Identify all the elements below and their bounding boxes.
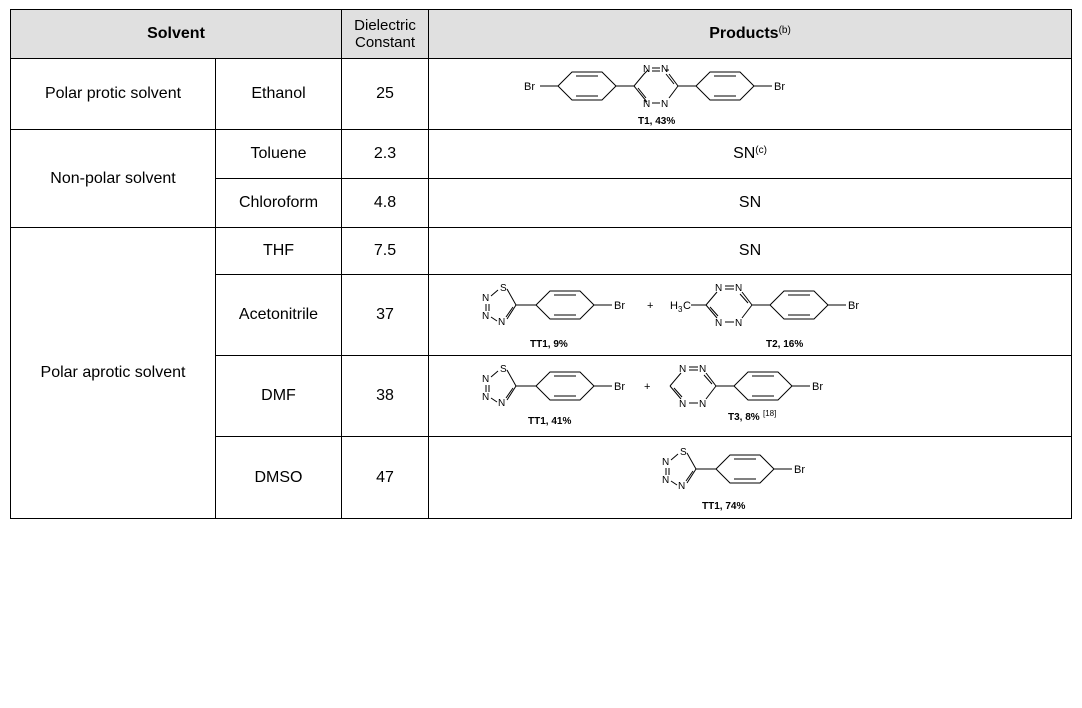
- benzene-ring-right: [695, 71, 755, 101]
- products-cell: Br N N: [428, 58, 1073, 130]
- atom-n: N: [482, 311, 489, 322]
- compound-label-t3: T3, 8%: [728, 412, 760, 423]
- tetrazine-ring: [669, 366, 717, 404]
- atom-h-subscript: 3: [678, 305, 683, 314]
- atom-n: N: [678, 481, 685, 492]
- atom-n: N: [679, 364, 686, 375]
- compound-label-t2: T2, 16%: [766, 339, 803, 350]
- products-cell: S N N N Br + H: [428, 274, 1073, 356]
- atom-br: Br: [524, 81, 535, 93]
- benzene-ring-left: [557, 71, 617, 101]
- dielectric-value: 47: [341, 436, 430, 519]
- solvent-name: Toluene: [214, 129, 343, 179]
- products-cell: SN: [428, 227, 1073, 275]
- header-products-label: Products: [709, 25, 779, 42]
- atom-n: N: [715, 283, 722, 294]
- header-solvent: Solvent: [9, 9, 343, 59]
- atom-br: Br: [848, 300, 859, 312]
- solvent-name: DMF: [214, 355, 343, 437]
- plus-sign: +: [647, 300, 653, 312]
- header-products: Products(b): [428, 9, 1073, 59]
- dielectric-value: 25: [341, 58, 430, 130]
- atom-n: N: [661, 99, 668, 110]
- atom-s: S: [680, 447, 687, 458]
- structure-tt1-plus-t2: S N N N Br + H: [482, 283, 859, 350]
- group-polar-aprotic: Polar aprotic solvent: [10, 227, 216, 519]
- products-cell: S N N N Br TT1, 74%: [428, 436, 1073, 519]
- structure-tt1-plus-t3: S N N N Br +: [482, 364, 823, 427]
- atom-s: S: [500, 364, 507, 375]
- compound-label-t1: T1, 43%: [638, 116, 675, 127]
- header-dielectric-line1: Dielectric: [354, 17, 416, 34]
- product-sn: SN: [738, 194, 762, 211]
- solvent-name: Ethanol: [214, 58, 343, 130]
- compound-label-tt1: TT1, 41%: [528, 416, 571, 427]
- table-row: DMF 38 S N N N: [11, 355, 1073, 437]
- solvent-name: Acetonitrile: [214, 274, 343, 356]
- reference-18: [18]: [763, 409, 776, 418]
- atom-n: N: [661, 64, 668, 75]
- group-polar-protic: Polar protic solvent: [10, 58, 216, 130]
- header-dielectric-line2: Constant: [354, 34, 416, 51]
- atom-br: Br: [794, 464, 805, 476]
- atom-c: C: [683, 300, 691, 312]
- dielectric-value: 2.3: [341, 129, 430, 179]
- table-row: DMSO 47 S N N N: [11, 436, 1073, 519]
- group-non-polar: Non-polar solvent: [10, 129, 216, 228]
- atom-n: N: [482, 293, 489, 304]
- atom-n: N: [735, 283, 742, 294]
- atom-n: N: [699, 399, 706, 410]
- thiatriazole-ring: S N N N: [482, 283, 517, 328]
- atom-br: Br: [614, 300, 625, 312]
- table-row: Chloroform 4.8 SN: [11, 178, 1073, 228]
- atom-n: N: [662, 457, 669, 468]
- products-cell: S N N N Br +: [428, 355, 1073, 437]
- atom-h: H: [670, 300, 678, 312]
- products-cell: SN: [428, 178, 1073, 228]
- compound-label-tt1: TT1, 9%: [530, 339, 568, 350]
- dielectric-value: 38: [341, 355, 430, 437]
- header-products-footnote: (b): [778, 25, 791, 36]
- solvent-effect-table: Solvent Dielectric Constant Products(b) …: [9, 9, 1073, 519]
- table-row: Acetonitrile 37 S N N N: [11, 274, 1073, 356]
- atom-n: N: [482, 374, 489, 385]
- product-footnote: (c): [755, 145, 767, 156]
- structure-t1: Br N N: [524, 64, 785, 127]
- compound-label-tt1: TT1, 74%: [702, 501, 745, 512]
- product-sn: SN: [733, 145, 756, 162]
- header-row: Solvent Dielectric Constant Products(b): [9, 9, 1073, 59]
- thiatriazole-ring: S N N N: [662, 447, 697, 492]
- atom-n: N: [482, 392, 489, 403]
- table-row: Polar aprotic solvent THF 7.5 SN: [10, 227, 1073, 519]
- table-row: Polar protic solvent Ethanol 25 Br: [10, 58, 1073, 130]
- solvent-name: THF: [214, 227, 343, 275]
- atom-n: N: [715, 318, 722, 329]
- atom-br: Br: [774, 81, 785, 93]
- tetrazine-ring: [705, 285, 753, 323]
- plus-sign: +: [644, 381, 650, 393]
- thiatriazole-ring: S N N N: [482, 364, 517, 409]
- atom-br: Br: [812, 381, 823, 393]
- solvent-name: Chloroform: [214, 178, 343, 228]
- atom-n: N: [662, 475, 669, 486]
- solvent-name: DMSO: [214, 436, 343, 519]
- atom-n: N: [643, 64, 650, 75]
- dielectric-value: 37: [341, 274, 430, 356]
- atom-n: N: [699, 364, 706, 375]
- table-row: Non-polar solvent Toluene 2.3 SN(c): [10, 129, 1073, 228]
- atom-s: S: [500, 283, 507, 294]
- atom-n: N: [643, 99, 650, 110]
- dielectric-value: 7.5: [341, 227, 430, 275]
- atom-n: N: [498, 317, 505, 328]
- tetrazine-ring: [633, 69, 679, 103]
- product-sn: SN: [738, 242, 762, 259]
- atom-n: N: [679, 399, 686, 410]
- atom-n: N: [498, 398, 505, 409]
- products-cell: SN(c): [428, 129, 1073, 179]
- dielectric-value: 4.8: [341, 178, 430, 228]
- structure-tt1: S N N N Br TT1, 74%: [662, 447, 805, 512]
- atom-br: Br: [614, 381, 625, 393]
- atom-n: N: [735, 318, 742, 329]
- header-dielectric-constant: Dielectric Constant: [341, 9, 430, 59]
